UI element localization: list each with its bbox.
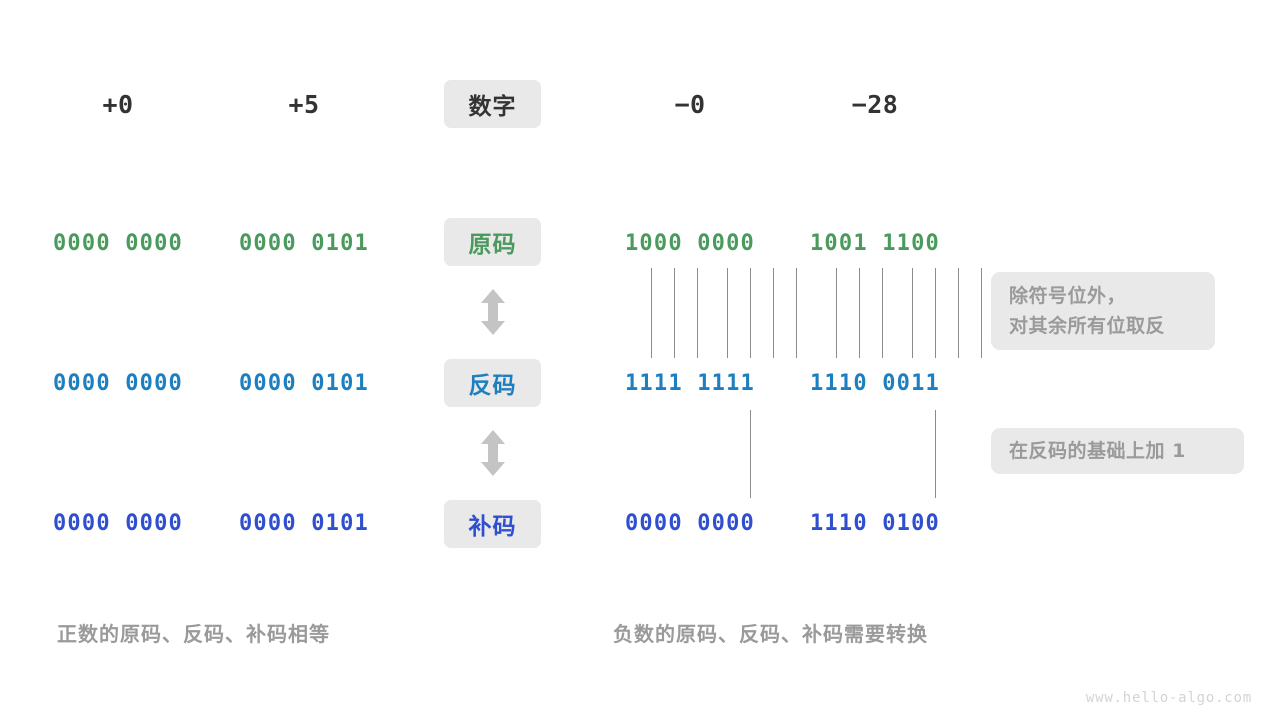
row-twos-complement-cell-minus-zero: 0000 0000 <box>624 510 755 536</box>
row-label-twos-complement: 补码 <box>444 500 541 548</box>
row-sign-magnitude-cell-plus-zero: 0000 0000 <box>52 230 183 256</box>
row-sign-magnitude-cell-minus-twentyeight: 1001 1100 <box>809 230 940 256</box>
connector-line <box>912 268 913 358</box>
watermark: www.hello-algo.com <box>1085 690 1252 706</box>
connector-line <box>935 268 936 358</box>
double-arrow-icon-sign-magnitude-to-ones-complement <box>476 289 510 335</box>
double-arrow-icon-ones-complement-to-twos-complement <box>476 430 510 476</box>
header-value-plus-zero: +0 <box>102 89 134 119</box>
row-twos-complement-cell-plus-zero: 0000 0000 <box>52 510 183 536</box>
connector-line <box>935 410 936 498</box>
connector-line <box>958 268 959 358</box>
row-ones-complement-cell-plus-zero: 0000 0000 <box>52 370 183 396</box>
connector-line <box>859 268 860 358</box>
row-ones-complement-cell-plus-five: 0000 0101 <box>238 370 369 396</box>
row-twos-complement-cell-plus-five: 0000 0101 <box>238 510 369 536</box>
caption-negative: 负数的原码、反码、补码需要转换 <box>613 622 928 646</box>
connector-line <box>750 268 751 358</box>
header-value-minus-twentyeight: −28 <box>851 89 899 119</box>
connector-line <box>750 410 751 498</box>
row-label-sign-magnitude: 原码 <box>444 218 541 266</box>
row-label-number: 数字 <box>444 80 541 128</box>
row-ones-complement-cell-minus-twentyeight: 1110 0011 <box>809 370 940 396</box>
connector-line <box>882 268 883 358</box>
connector-line <box>651 268 652 358</box>
connector-line <box>773 268 774 358</box>
connector-line <box>836 268 837 358</box>
connector-line <box>727 268 728 358</box>
note-add-one: 在反码的基础上加 1 <box>991 428 1244 474</box>
row-twos-complement-cell-minus-twentyeight: 1110 0100 <box>809 510 940 536</box>
connector-line <box>981 268 982 358</box>
note-invert-bits: 除符号位外， 对其余所有位取反 <box>991 272 1215 350</box>
note-invert-bits-line1: 除符号位外， <box>1009 285 1127 307</box>
header-value-minus-zero: −0 <box>674 89 706 119</box>
connector-line <box>697 268 698 358</box>
row-ones-complement-cell-minus-zero: 1111 1111 <box>624 370 755 396</box>
connector-line <box>674 268 675 358</box>
caption-positive: 正数的原码、反码、补码相等 <box>57 622 330 646</box>
row-label-ones-complement: 反码 <box>444 359 541 407</box>
row-sign-magnitude-cell-minus-zero: 1000 0000 <box>624 230 755 256</box>
row-sign-magnitude-cell-plus-five: 0000 0101 <box>238 230 369 256</box>
header-value-plus-five: +5 <box>288 89 320 119</box>
connector-line <box>796 268 797 358</box>
note-add-one-line1: 在反码的基础上加 1 <box>1009 440 1186 462</box>
note-invert-bits-line2: 对其余所有位取反 <box>1009 315 1166 337</box>
